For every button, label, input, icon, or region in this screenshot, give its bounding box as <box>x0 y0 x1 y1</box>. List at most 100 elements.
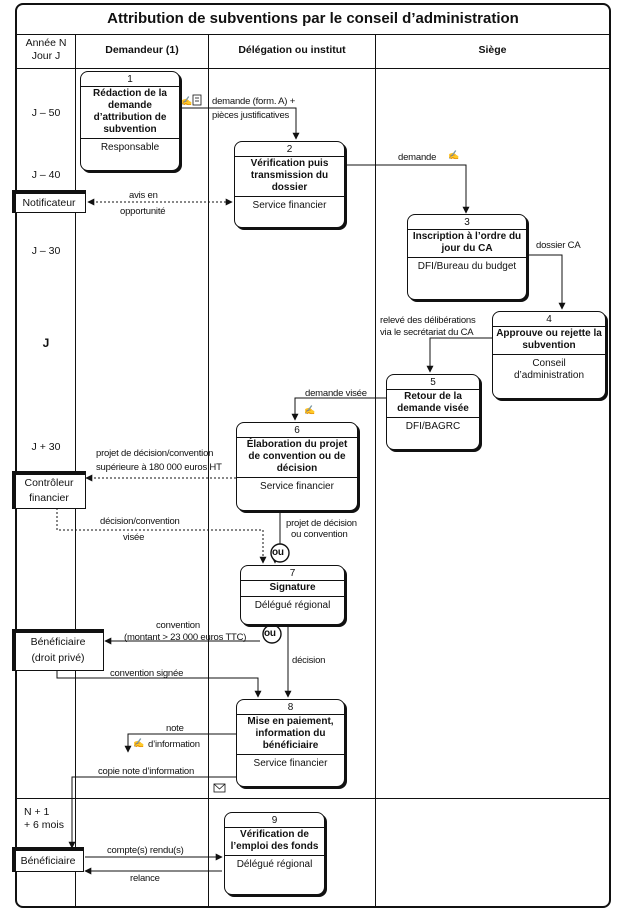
actor-controleur-line1: Contrôleur <box>24 477 74 489</box>
label-convention-signee: convention signée <box>110 668 184 679</box>
step-7-box: 7 Signature Délégué régional <box>240 565 345 625</box>
header-demandeur: Demandeur (1) <box>105 44 179 56</box>
label-demande-visee: demande visée <box>305 388 367 399</box>
actor-controleur-line2: financier <box>29 492 69 504</box>
step-3-box: 3 Inscription à l’ordre du jour du CA DF… <box>407 214 527 300</box>
label-projet-dec-a: projet de décision <box>286 518 357 529</box>
header-year: Année N <box>25 37 67 49</box>
label-decision-convention: décision/convention <box>100 516 180 527</box>
actor-notificateur: Notificateur <box>12 190 86 213</box>
actor-beneficiaire-line2: (droit privé) <box>31 652 85 664</box>
arrow-8-to-note <box>124 733 236 753</box>
step-title: Vérification puis transmission du dossie… <box>235 157 344 197</box>
document-icon <box>192 94 202 106</box>
arrow-5-to-6 <box>291 397 386 421</box>
arrow-3-to-4 <box>526 254 566 310</box>
actor-beneficiaire-prive: Bénéficiaire (droit privé) <box>12 629 104 671</box>
step-number: 7 <box>241 566 344 581</box>
step-5-box: 5 Retour de la demande visée DFI/BAGRC <box>386 374 480 450</box>
step-number: 6 <box>237 423 357 438</box>
timeline-j: J <box>42 336 50 350</box>
step-2-box: 2 Vérification puis transmission du doss… <box>234 141 345 228</box>
step-title: Élaboration du projet de convention ou d… <box>237 438 357 478</box>
label-note: note <box>166 723 184 734</box>
label-relance: relance <box>130 873 160 884</box>
pen-icon: ✍ <box>181 96 193 106</box>
step-number: 8 <box>237 700 344 715</box>
timeline-j-30: J – 30 <box>31 245 61 257</box>
header-delegation: Délégation ou institut <box>238 44 346 56</box>
pen-icon: ✍ <box>448 150 460 160</box>
diagram-frame <box>15 3 611 908</box>
label-dossier-ca: dossier CA <box>536 240 581 251</box>
column-divider-timeline <box>75 34 76 906</box>
arrow-2-to-3 <box>345 164 470 214</box>
actor-beneficiaire-line1: Bénéficiaire <box>30 636 86 648</box>
step-8-box: 8 Mise en paiement, information du bénéf… <box>236 699 345 787</box>
label-projet-dec-b: ou convention <box>291 529 348 540</box>
step-number: 3 <box>408 215 526 230</box>
timeline-j+30: J + 30 <box>31 441 61 453</box>
arrow-1-to-2 <box>180 107 300 140</box>
arrow-beneficiaire-to-8 <box>56 670 262 698</box>
step-1-box: 1 Rédaction de la demande d’attribution … <box>80 71 180 171</box>
label-avis-en: avis en <box>129 190 158 201</box>
ou-circle-2 <box>262 624 282 644</box>
label-opportunite: opportunité <box>120 206 166 217</box>
label-montant: (montant > 23 000 euros TTC) <box>124 632 247 643</box>
step-number: 9 <box>225 813 324 828</box>
step-title: Retour de la demande visée <box>387 390 479 418</box>
step-actor: Délégué régional <box>236 859 313 870</box>
step-number: 5 <box>387 375 479 390</box>
step-title: Rédaction de la demande d’attribution de… <box>81 87 179 139</box>
step-actor: Service financier <box>260 481 334 492</box>
year-divider <box>17 798 609 799</box>
column-divider-demandeur <box>208 34 209 906</box>
envelope-icon <box>213 783 226 793</box>
header-divider <box>17 68 609 69</box>
step-actor: Délégué régional <box>254 600 331 611</box>
timeline-j-40: J – 40 <box>31 169 61 181</box>
column-divider-delegation <box>375 34 376 906</box>
step-title: Approuve ou rejette la subvention <box>493 327 605 355</box>
step-actor: Service financier <box>252 200 327 211</box>
step-actor: Responsable <box>100 142 160 153</box>
title-divider <box>17 34 609 35</box>
step-number: 2 <box>235 142 344 157</box>
label-demande: demande <box>398 152 437 163</box>
timeline-n1: N + 1 + 6 mois <box>24 806 76 832</box>
step-9-box: 9 Vérification de l’emploi des fonds Dél… <box>224 812 325 895</box>
label-releve-2: via le secrétariat du CA <box>380 327 474 338</box>
pen-icon: ✍ <box>133 738 145 748</box>
step-actor: DFI/BAGRC <box>405 421 461 432</box>
header-siege: Siège <box>478 44 507 56</box>
label-decision: décision <box>292 655 326 666</box>
label-projet-decision-2: supérieure à 180 000 euros HT <box>96 462 222 473</box>
step-title: Vérification de l’emploi des fonds <box>225 828 324 856</box>
step-actor: Service financier <box>253 758 328 769</box>
step-actor: DFI/Bureau du budget <box>417 261 517 272</box>
label-pieces: pièces justificatives <box>212 110 290 121</box>
header-timeline: Année N Jour J <box>17 37 75 63</box>
timeline-n1-year: N + 1 <box>24 806 50 818</box>
label-information: d’information <box>148 739 200 750</box>
label-comptes-rendus: compte(s) rendu(s) <box>107 845 184 856</box>
label-releve-1: relevé des délibérations <box>380 315 476 326</box>
step-title: Mise en paiement, information du bénéfic… <box>237 715 344 755</box>
step-title: Signature <box>241 581 344 597</box>
arrow-8-to-copie <box>68 776 236 849</box>
arrow-4-to-5 <box>426 337 492 373</box>
label-visee: visée <box>123 532 145 543</box>
timeline-n1-months: + 6 mois <box>24 819 64 831</box>
step-number: 4 <box>493 312 605 327</box>
arrow-controleur-to-7 <box>56 508 267 564</box>
label-convention: convention <box>156 620 200 631</box>
diagram-title: Attribution de subventions par le consei… <box>107 10 519 27</box>
header-day: Jour J <box>31 50 61 62</box>
step-actor: Conseil d’administration <box>513 358 585 381</box>
step-number: 1 <box>81 72 179 87</box>
timeline-j-50: J – 50 <box>31 107 61 119</box>
actor-beneficiaire: Bénéficiaire <box>12 847 84 872</box>
